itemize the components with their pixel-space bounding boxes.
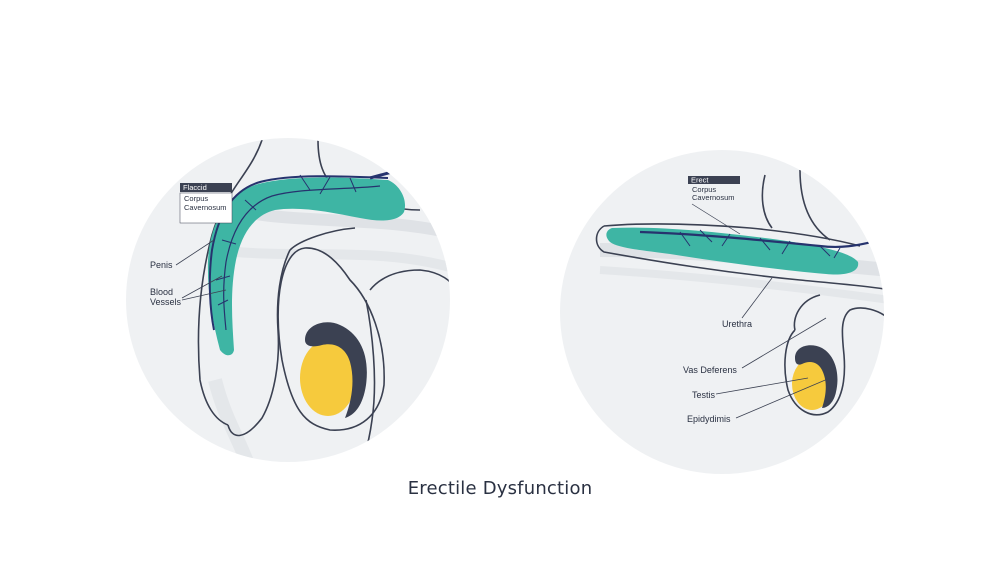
flaccid-corpus-label-1: Corpus [184,194,208,203]
blood-vessels-label-1: Blood [150,287,173,297]
erect-corpus-label-1: Corpus [692,185,716,194]
tissue-band [599,266,884,304]
urethra-leader-line [741,277,773,319]
thigh-outline [369,269,450,296]
vas-deferens-leader-line [741,317,827,369]
testis-label: Testis [692,390,716,400]
flaccid-epididymis [305,322,367,418]
urethra-label: Urethra [722,319,752,329]
penis-outline-inner [227,249,291,437]
diagram-caption: Erectile Dysfunction [407,478,593,499]
erect-tag-bg [688,176,740,184]
thigh-outline-lower [355,299,376,462]
erect-corpus-cavernosum [606,227,859,275]
blood-vessels-leader-line-2 [181,289,227,301]
penis-leader-line [175,239,215,266]
erect-scrotum-top [793,294,821,331]
erect-capillaries [679,229,841,259]
erect-corpus-label-2: Cavernosum [692,193,735,202]
erect-epididymis [795,345,838,408]
flaccid-tag-bg [180,183,232,192]
flaccid-corpus-label-2: Cavernosum [184,203,227,212]
blood-vessels-label-2: Vessels [150,297,182,307]
erect-shaft-bottom [595,225,884,291]
erect-testis [792,358,832,410]
vessel-tip [369,170,393,180]
blood-vessel-capillaries [215,174,357,306]
erect-panel: Erect Corpus Cavernosum Urethra Vas Defe… [560,150,884,474]
flaccid-tag: Flaccid [183,183,207,192]
abdomen-outline-2 [799,169,831,241]
penis-outline-outer [197,139,263,426]
vas-deferens-label: Vas Deferens [683,365,737,375]
abdomen-outline [761,174,773,229]
blood-vessels-leader-line [181,275,223,299]
epididymis-label: Epidydimis [687,414,731,424]
tissue-band [214,245,450,275]
flaccid-corpus-cavernosum [207,177,406,356]
penis-label: Penis [150,260,173,270]
flaccid-panel: Flaccid Corpus Cavernosum Penis Blood Ve… [126,138,450,462]
blood-vessel-branch [223,185,381,331]
flaccid-testis [300,340,356,416]
erect-blood-vessel-main [639,230,873,249]
epididymis-leader-line [735,377,831,419]
penis-base-outline [289,227,356,251]
flaccid-tag-box [179,192,233,224]
erect-tag: Erect [691,176,709,185]
blood-vessel-main [208,175,389,331]
erect-corpus-leader [691,203,741,235]
testis-leader-line [715,377,809,395]
